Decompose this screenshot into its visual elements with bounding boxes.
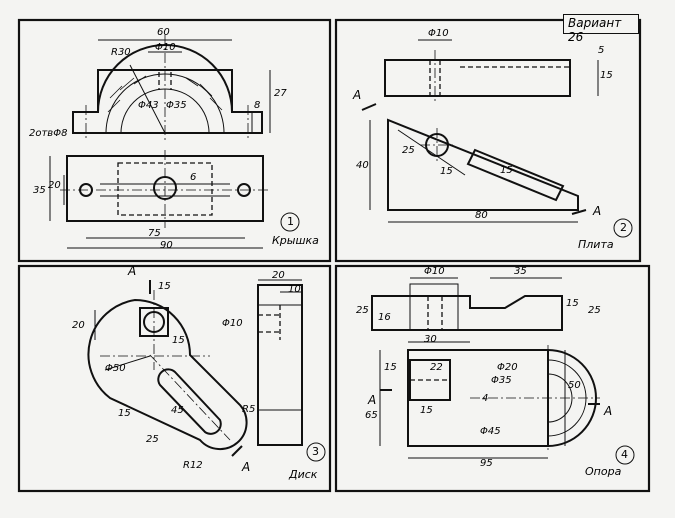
panel-4-dim-25b: 25 [588,305,601,316]
panel-2-dim-15b: 15 [440,166,453,177]
panel-4-dim-phi35: Φ35 [491,375,512,386]
panel-3-dim-phi10: Φ10 [222,318,243,329]
panel-4-dim-15c: 15 [420,405,433,416]
panel-2-dim-15c: 15 [500,165,513,176]
panel-4-dim-phi45: Φ45 [480,426,501,437]
panel-3-dim-15c: 15 [118,408,131,419]
panel-4-dim-15b: 15 [384,362,397,373]
panel-2-drawing [361,39,633,238]
panel-3-dim-r5: R5 [242,404,256,415]
panel-3-dim-20: 20 [72,320,85,331]
panel-3-dim-15a: 15 [158,281,171,292]
panel-2-dim-15a: 15 [600,70,613,81]
panel-1-dim-6: 6 [190,172,197,183]
panel-4-dim-25a: 25 [356,305,369,316]
panel-4-dim-phi10: Φ10 [424,266,445,277]
panel-1-dim-phi35: Φ35 [166,100,187,111]
panel-3-dim-phi50: Φ50 [105,363,126,374]
panel-1-dim-75: 75 [148,228,161,239]
panel-3-dim-15b: 15 [172,335,185,346]
panel-3-dim-10: 10 [288,284,301,295]
panel-1-dim-27: 27 [274,88,287,99]
panel-2-dim-5: 5 [598,45,605,56]
panel-4-dim-16: 16 [378,312,391,323]
panel-4-dim-22: 22 [430,362,443,373]
panel-4-section-left: A [368,393,377,407]
panel-2-name: Плита [578,238,614,251]
panel-2-dim-40: 40 [356,160,369,171]
panel-1-dim-holes: 2отвΦ8 [29,128,68,139]
panel-1-dim-phi43: Φ43 [138,100,159,111]
panel-4-dim-4: 4 [482,393,489,404]
panel-4-name: Опора [585,465,622,478]
panel-2-frame [334,18,642,263]
panel-1-dim-90: 90 [160,240,173,251]
panel-4-section-right: A [604,404,613,418]
panel-4-dim-phi20: Φ20 [497,362,518,373]
panel-1-frame [17,18,332,263]
panel-4-frame [334,264,651,493]
panel-2-section-bottom: A [593,204,602,218]
panel-1-dim-20: 20 [48,180,61,191]
panel-1-dim-8: 8 [254,100,261,111]
panel-1-number: 1 [287,215,294,228]
panel-2-dim-80: 80 [475,210,488,221]
panel-4-dim-95: 95 [480,458,493,469]
panel-3-dim-r12: R12 [183,460,203,471]
panel-3-dim-45: 45 [171,405,184,416]
panel-4-number: 4 [621,448,628,461]
variant-box: Вариант 26 [563,14,639,44]
panel-1-dim-phi10: Φ10 [155,42,176,53]
panel-1-name: Крышка [272,234,319,247]
variant-label: Вариант 26 [568,16,622,44]
panel-1-dim-60: 60 [157,27,170,38]
panel-3-dim-25: 25 [146,434,159,445]
panel-1-dim-35: 35 [33,185,46,196]
panel-3-section-bottom: A [242,460,251,474]
panel-4-dim-15a: 15 [566,298,579,309]
panel-4-dim-50: 50 [568,380,581,391]
panel-2-dim-25: 25 [402,145,415,156]
panel-3-name: Диск [289,468,318,481]
panel-3-frame [17,264,332,493]
panel-2-section-top: A [353,88,362,102]
panel-3-number: 3 [312,445,319,458]
panel-4-dim-30: 30 [424,334,437,345]
panel-2-number: 2 [620,221,627,234]
panel-4-drawing [371,277,635,465]
panel-4-dim-65: 65 [365,410,378,421]
panel-4-dim-35: 35 [514,266,527,277]
panel-1-dim-r30: R30 [111,47,131,58]
panel-3-drawing [87,279,326,462]
panel-1-drawing [49,35,300,249]
panel-2-dim-phi10: Φ10 [428,28,449,39]
panel-3-dim-20b: 20 [272,270,285,281]
panel-3-section-top: A [128,264,137,278]
